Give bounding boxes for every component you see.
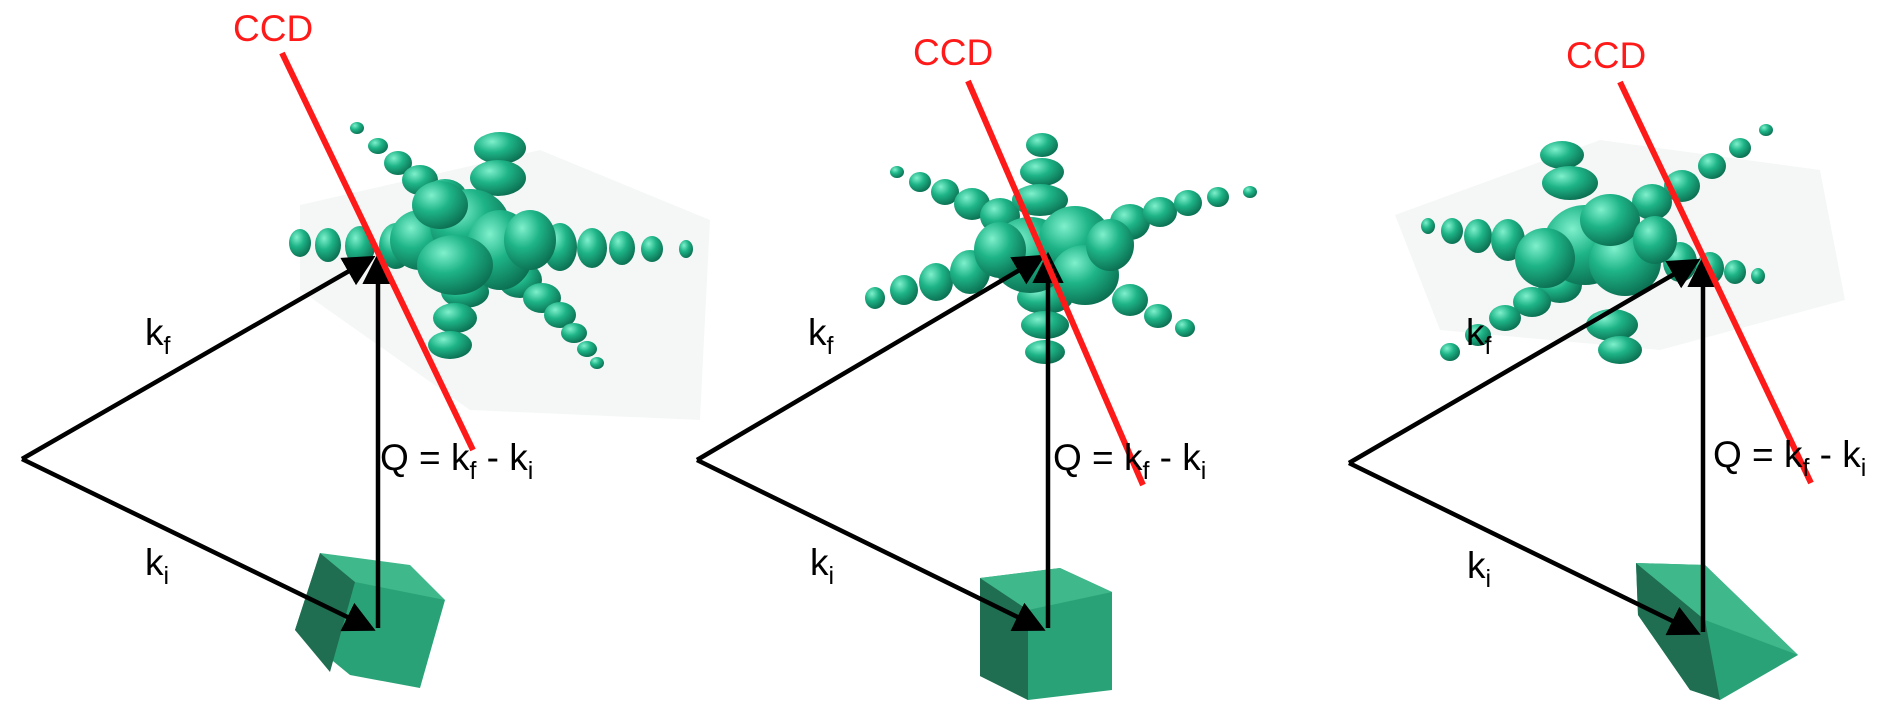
diffraction-pattern: [1421, 124, 1773, 364]
diffraction-pattern: [289, 122, 693, 369]
diffraction-pattern: [865, 133, 1257, 364]
panel-2: CCD kf ki Q = kf - ki: [695, 32, 1257, 700]
ccd-line: [279, 51, 476, 452]
kf-arrow: [20, 255, 376, 461]
kf-arrow: [1347, 258, 1701, 465]
ki-label: ki: [810, 542, 834, 590]
kf-label: kf: [1466, 312, 1492, 360]
panel-1: CCD kf ki Q = kf - ki: [20, 8, 710, 688]
q-equation-label: Q = kf - ki: [1713, 434, 1866, 482]
panel-3: CCD kf ki Q = kf - ki: [1347, 35, 1866, 700]
scattering-vectors: [1347, 255, 1719, 636]
ki-arrow: [21, 456, 376, 632]
kf-label: kf: [145, 312, 171, 360]
ki-label: ki: [1467, 545, 1491, 593]
q-equation-label: Q = kf - ki: [1053, 437, 1206, 485]
crystal-cube: [295, 553, 445, 688]
scattering-vectors: [20, 252, 394, 632]
crystal-cube: [1636, 563, 1798, 700]
ki-arrow: [696, 457, 1046, 632]
ccd-label: CCD: [913, 32, 993, 73]
ccd-label: CCD: [1566, 35, 1646, 76]
q-equation-label: Q = kf - ki: [380, 437, 533, 485]
ccd-line: [965, 79, 1146, 487]
scattering-vectors: [695, 251, 1064, 632]
ki-arrow: [1348, 460, 1701, 636]
kf-arrow: [695, 254, 1046, 462]
ccd-label: CCD: [233, 8, 313, 49]
kf-label: kf: [808, 312, 834, 360]
ki-label: ki: [145, 542, 169, 590]
ccd-line: [1617, 80, 1814, 485]
